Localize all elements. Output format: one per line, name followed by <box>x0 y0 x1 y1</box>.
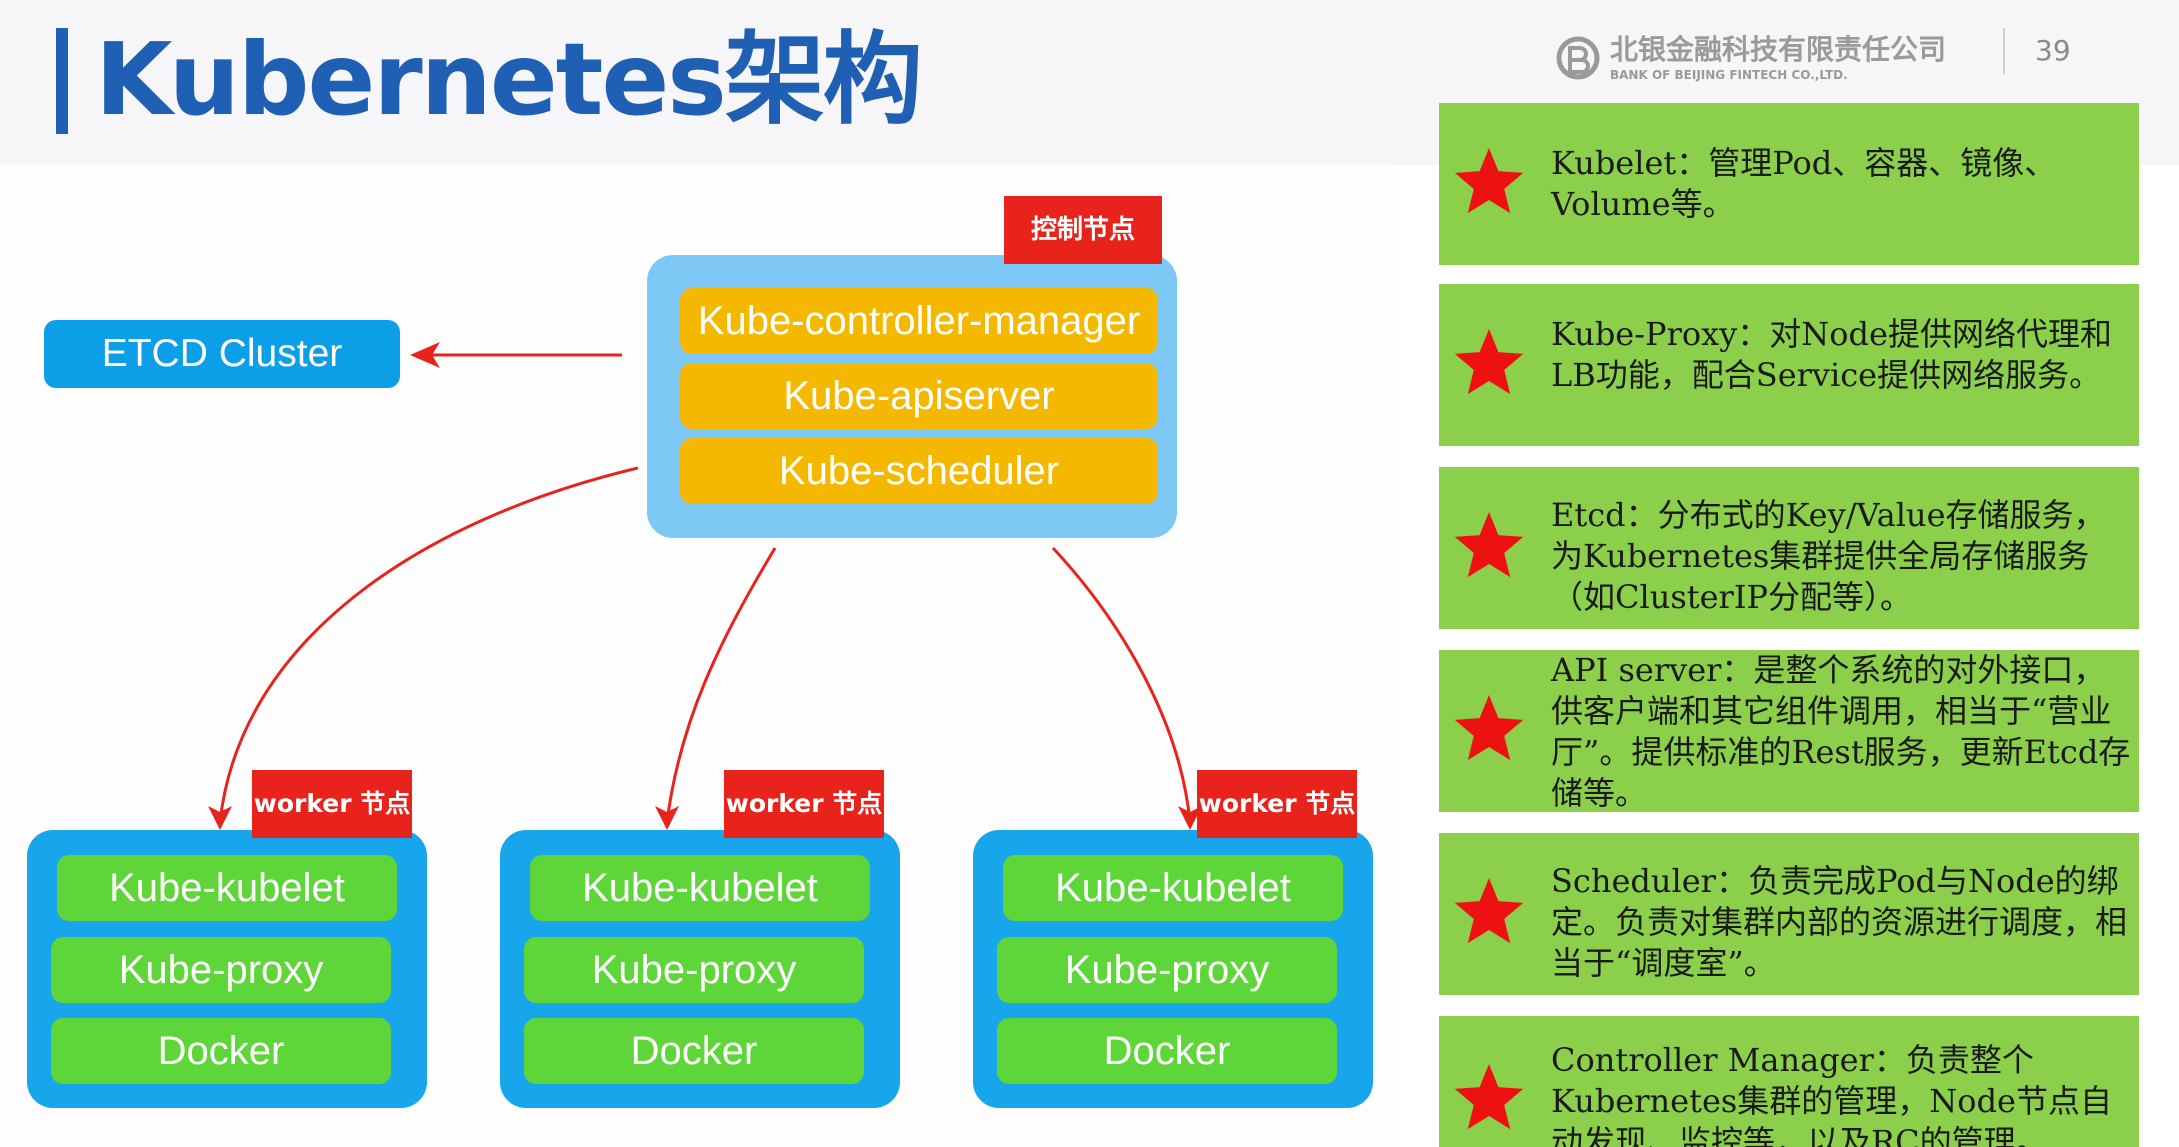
worker-node-3: Kube-kubelet Kube-proxy Docker <box>973 830 1373 1108</box>
worker-1-kubelet: Kube-kubelet <box>57 855 397 921</box>
worker-node-3-tag: worker 节点 <box>1197 770 1357 838</box>
worker-node-1-tag: worker 节点 <box>252 770 412 838</box>
title-accent-bar <box>56 28 68 134</box>
card-scheduler-text: Scheduler：负责完成Pod与Node的绑定。负责对集群内部的资源进行调度… <box>1551 862 2128 982</box>
kube-scheduler-box: Kube-scheduler <box>680 438 1158 504</box>
company-logo: 北银金融科技有限责任公司 BANK OF BEIJING FINTECH CO.… <box>1556 28 2116 88</box>
arrow-to-worker-2 <box>665 547 777 823</box>
worker-node-2-tag: worker 节点 <box>724 770 884 838</box>
worker-3-kubelet: Kube-kubelet <box>1003 855 1343 921</box>
card-kube-proxy-text: Kube-Proxy：对Node提供网络代理和LB功能，配合Service提供网… <box>1551 315 2112 394</box>
worker-3-docker: Docker <box>997 1018 1337 1084</box>
star-icon <box>1449 325 1529 405</box>
star-icon <box>1449 691 1529 771</box>
worker-2-proxy: Kube-proxy <box>524 937 864 1003</box>
logo-mark-icon <box>1556 36 1600 80</box>
worker-1-proxy: Kube-proxy <box>51 937 391 1003</box>
worker-2-kubelet: Kube-kubelet <box>530 855 870 921</box>
worker-1-docker: Docker <box>51 1018 391 1084</box>
page-title: Kubernetes架构 <box>95 21 923 138</box>
page-number: 39 <box>2035 34 2071 67</box>
card-controller-manager-text: Controller Manager：负责整个Kubernetes集群的管理，N… <box>1551 1041 2112 1147</box>
worker-node-1: Kube-kubelet Kube-proxy Docker <box>27 830 427 1108</box>
logo-chinese-name: 北银金融科技有限责任公司 <box>1610 33 1947 66</box>
card-api-server: API server：是整个系统的对外接口，供客户端和其它组件调用，相当于“营业… <box>1439 650 2139 812</box>
card-controller-manager: Controller Manager：负责整个Kubernetes集群的管理，N… <box>1439 1016 2139 1147</box>
kube-apiserver-box: Kube-apiserver <box>680 363 1158 429</box>
connection-arrows <box>208 342 1202 830</box>
arrowhead-worker-3 <box>1178 806 1202 830</box>
arrow-to-worker-3 <box>1051 546 1192 823</box>
worker-node-2: Kube-kubelet Kube-proxy Docker <box>500 830 900 1108</box>
logo-english-name: BANK OF BEIJING FINTECH CO.,LTD. <box>1610 68 1848 82</box>
arrowhead-etcd <box>410 342 440 368</box>
control-node-tag: 控制节点 <box>1004 196 1162 264</box>
star-icon <box>1449 144 1529 224</box>
card-scheduler: Scheduler：负责完成Pod与Node的绑定。负责对集群内部的资源进行调度… <box>1439 833 2139 995</box>
card-etcd-text: Etcd：分布式的Key/Value存储服务，为Kubernetes集群提供全局… <box>1551 496 2106 616</box>
worker-2-docker: Docker <box>524 1018 864 1084</box>
card-kube-proxy: Kube-Proxy：对Node提供网络代理和LB功能，配合Service提供网… <box>1439 284 2139 446</box>
card-etcd: Etcd：分布式的Key/Value存储服务，为Kubernetes集群提供全局… <box>1439 467 2139 629</box>
arrowhead-worker-2 <box>655 806 679 830</box>
star-icon <box>1449 874 1529 954</box>
card-kubelet-text: Kubelet：管理Pod、容器、镜像、Volume等。 <box>1551 144 2057 223</box>
kube-controller-manager-box: Kube-controller-manager <box>680 288 1158 354</box>
star-icon <box>1449 1060 1529 1140</box>
header-divider <box>2003 28 2005 74</box>
card-api-server-text: API server：是整个系统的对外接口，供客户端和其它组件调用，相当于“营业… <box>1551 651 2131 812</box>
star-icon <box>1449 508 1529 588</box>
etcd-cluster-box: ETCD Cluster <box>44 320 400 388</box>
worker-3-proxy: Kube-proxy <box>997 937 1337 1003</box>
card-kubelet: Kubelet：管理Pod、容器、镜像、Volume等。 <box>1439 103 2139 265</box>
arrowhead-worker-1 <box>208 806 232 830</box>
arrow-to-worker-1 <box>218 466 639 823</box>
control-node: Kube-controller-manager Kube-apiserver K… <box>647 255 1177 538</box>
